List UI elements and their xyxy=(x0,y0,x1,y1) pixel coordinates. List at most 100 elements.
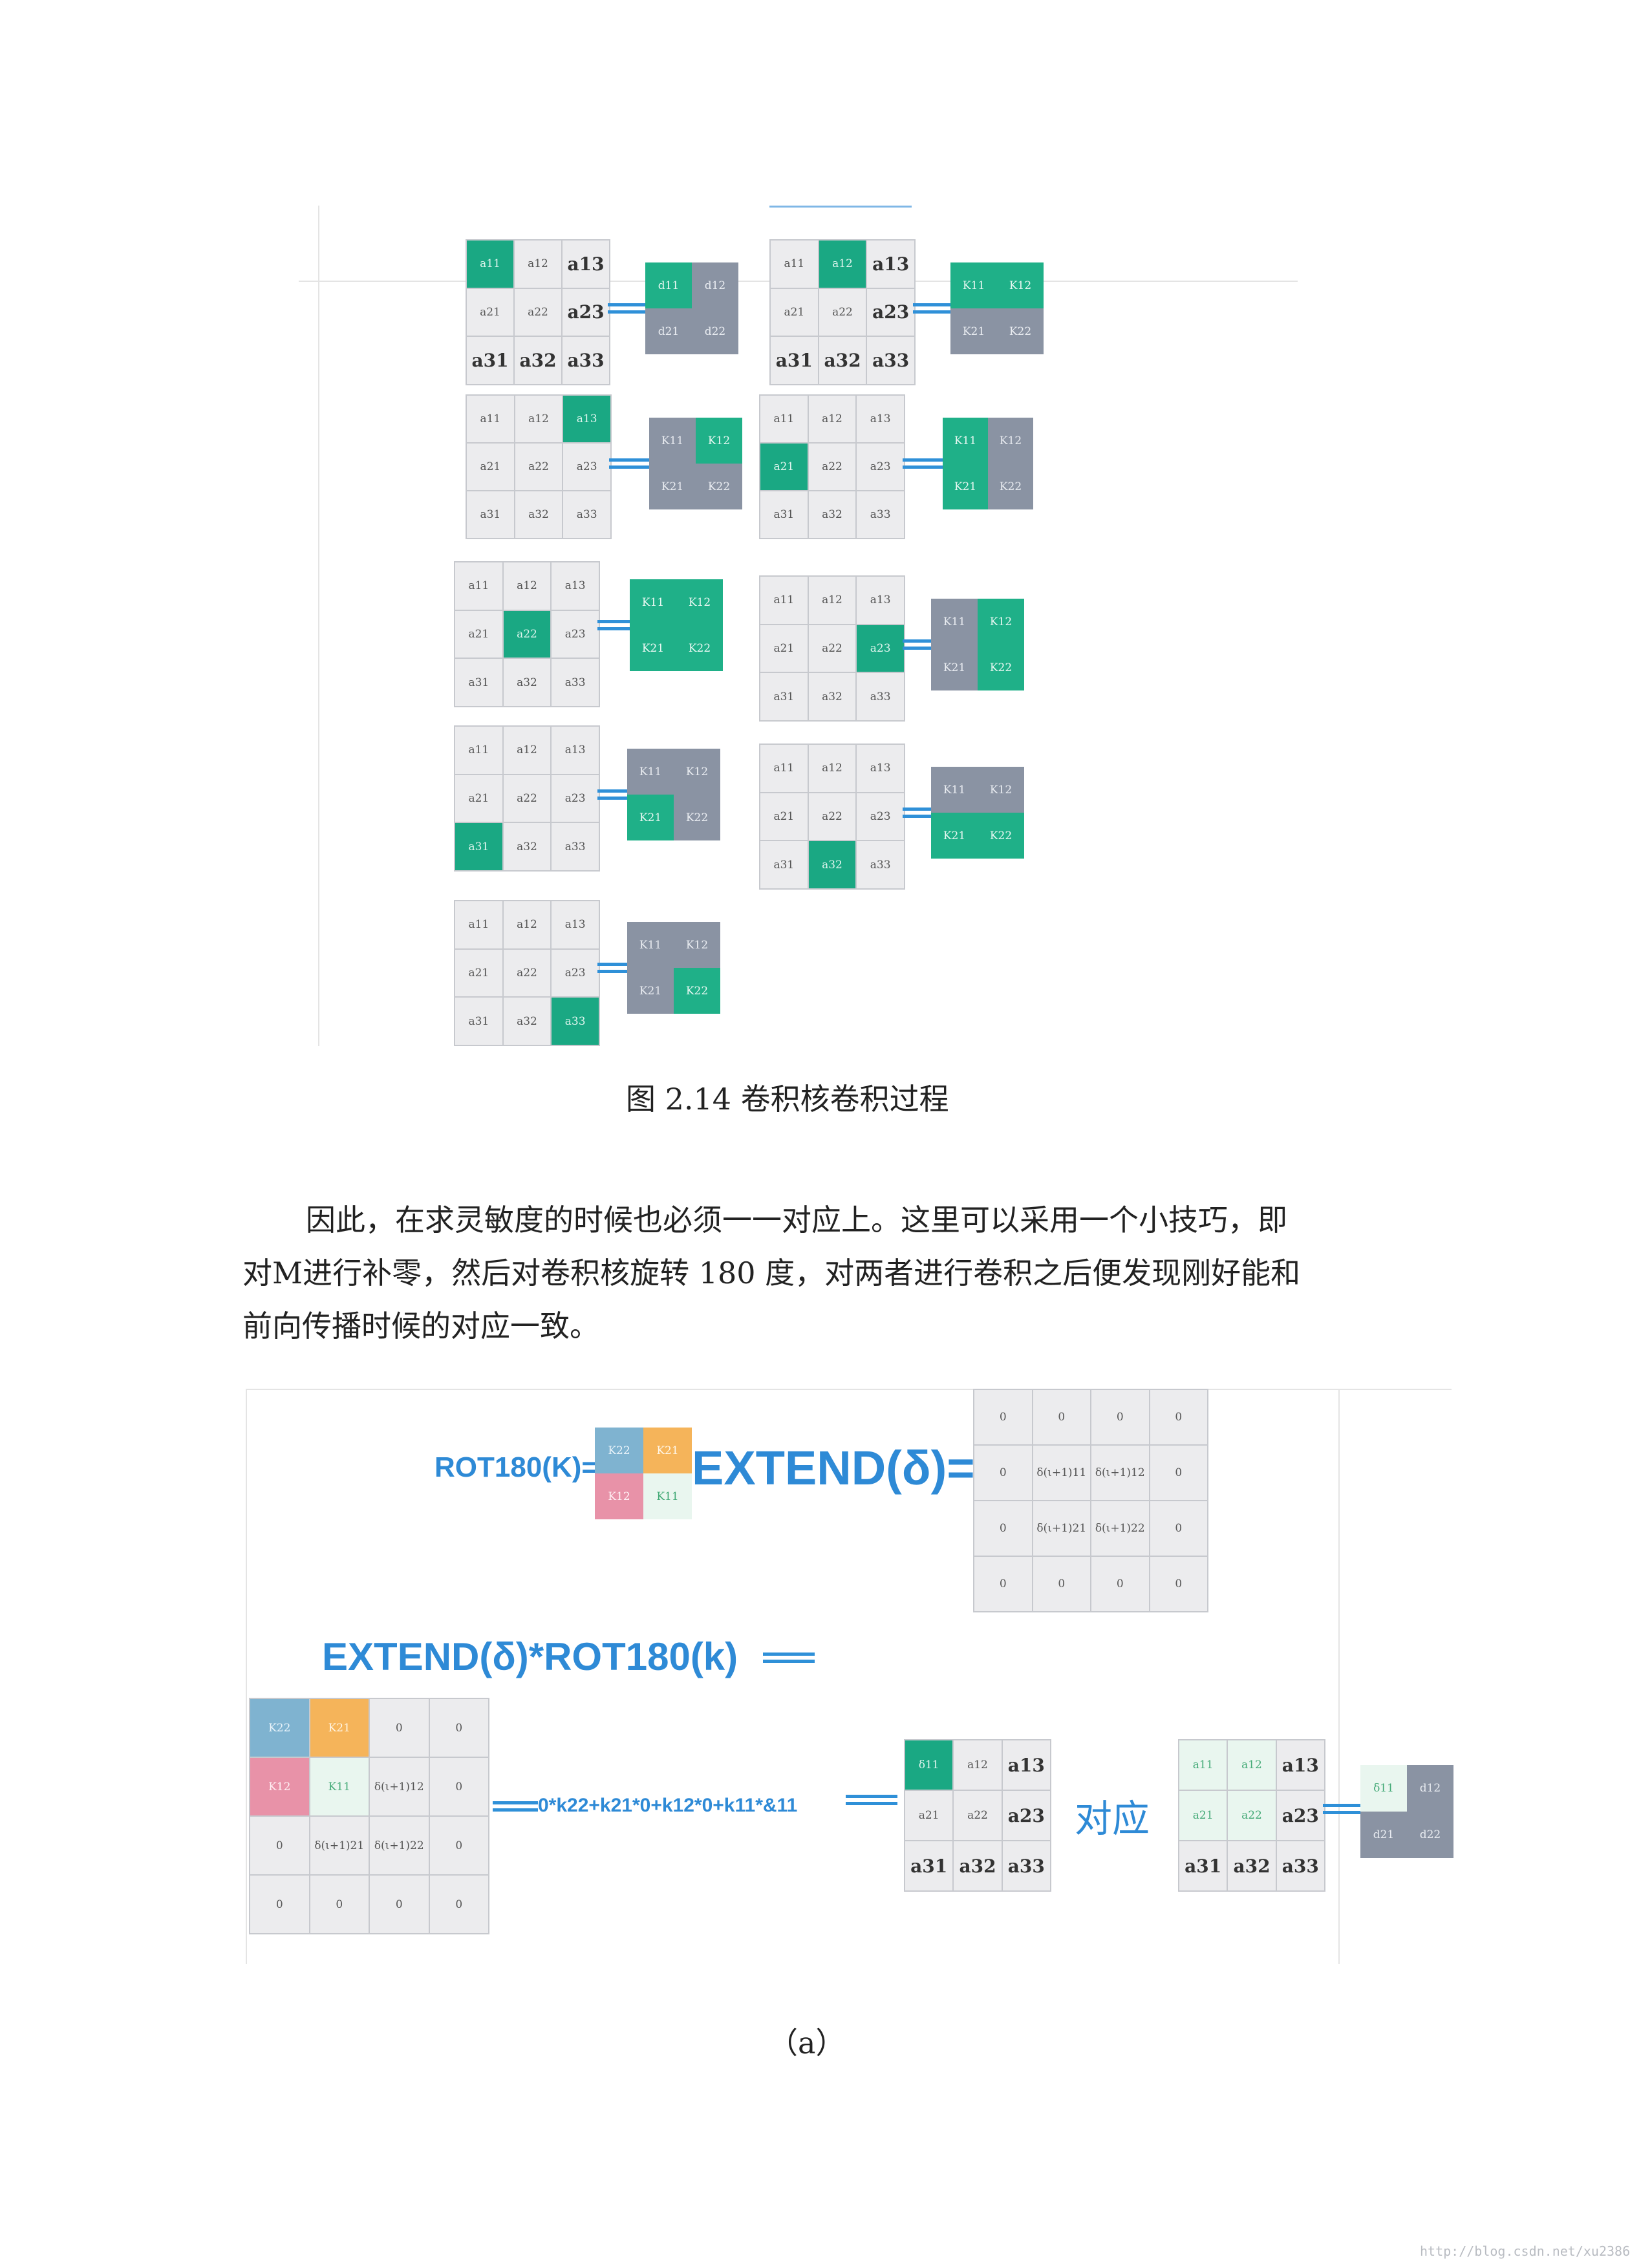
matrix-cell: 0 xyxy=(250,1876,309,1933)
matrix-cell: a31 xyxy=(1179,1841,1227,1890)
matrix-cell: a12 xyxy=(1228,1740,1276,1790)
kernel-cell: K12 xyxy=(674,922,720,968)
matrix-cell: a21 xyxy=(760,793,808,840)
matrix-cell: a21 xyxy=(760,625,808,672)
matrix-cell: a11 xyxy=(455,727,502,774)
matrix-cell: a12 xyxy=(819,241,866,288)
d-cell: d22 xyxy=(1407,1812,1453,1858)
matrix-cell: a33 xyxy=(857,673,904,720)
connector-equals xyxy=(597,789,627,804)
matrix-cell: a11 xyxy=(467,396,514,442)
kernel-cell: K11 xyxy=(627,922,674,968)
matrix-cell: a12 xyxy=(503,901,551,948)
kernel-cell: K21 xyxy=(627,795,674,840)
matrix-cell: δ(ι+1)12 xyxy=(370,1758,429,1815)
matrix-cell: a33 xyxy=(552,659,599,706)
kernel-cell: K21 xyxy=(950,308,997,354)
connector-equals xyxy=(608,303,645,317)
rot-cell: K12 xyxy=(595,1473,643,1519)
matrix-cell: 0 xyxy=(1091,1557,1149,1611)
matrix-cell: a32 xyxy=(503,823,551,870)
matrix-cell: a31 xyxy=(771,337,818,384)
kernel-cell: K11 xyxy=(943,418,988,464)
connector-equals xyxy=(597,963,627,977)
matrix-cell: a11 xyxy=(760,396,808,442)
matrix-cell: a23 xyxy=(1276,1791,1324,1840)
rot-cell: K22 xyxy=(595,1428,643,1473)
kernel-cell: d11 xyxy=(645,262,692,308)
formula-text: 0*k22+k21*0+k12*0+k11*&11 xyxy=(538,1795,798,1816)
target-connector xyxy=(1323,1804,1360,1818)
kernel-cell: K22 xyxy=(674,968,720,1014)
body-line-2: 对M进行补零，然后对卷积核旋转 180 度，对两者进行卷积之后便发现刚好能和 xyxy=(242,1256,1301,1290)
matrix-cell: a13 xyxy=(857,577,904,624)
matrix-cell: a33 xyxy=(1002,1841,1050,1890)
matrix-cell: 0 xyxy=(1091,1390,1149,1444)
matrix-cell: 0 xyxy=(974,1501,1032,1556)
kernel-cell: K22 xyxy=(696,464,742,509)
kernel-cell: d12 xyxy=(692,262,738,308)
rot180-kernel: K22 K21 K12 K11 xyxy=(595,1428,692,1519)
matrix-cell: a13 xyxy=(563,241,609,288)
matrix-cell: a31 xyxy=(467,491,514,538)
matrix-cell: a22 xyxy=(1228,1791,1276,1840)
matrix-cell: a12 xyxy=(808,577,856,624)
matrix-cell: a11 xyxy=(771,241,818,288)
matrix-cell: a11 xyxy=(760,577,808,624)
matrix-cell: a23 xyxy=(867,288,914,336)
matrix-cell: a31 xyxy=(455,998,502,1045)
matrix-cell: a32 xyxy=(503,659,551,706)
matrix-cell: a13 xyxy=(552,727,599,774)
matrix-cell: a21 xyxy=(455,610,502,658)
matrix-cell: a32 xyxy=(819,337,866,384)
connector-equals xyxy=(903,458,943,473)
combo-label: EXTEND(δ)*ROT180(k) xyxy=(322,1635,738,1678)
kernel-cell: K22 xyxy=(978,813,1024,859)
kernel-cell: K12 xyxy=(988,418,1033,464)
matrix-cell: a33 xyxy=(563,337,609,384)
matrix-cell: a22 xyxy=(503,610,551,658)
matrix-cell: a11 xyxy=(455,562,502,610)
matrix-cell: 0 xyxy=(1150,1446,1207,1500)
matrix-cell: a21 xyxy=(455,775,502,822)
rot-cell: K21 xyxy=(643,1428,692,1473)
matrix-cell: a13 xyxy=(563,396,610,442)
kernel-cell: K22 xyxy=(676,625,723,671)
matrix-cell: 0 xyxy=(250,1817,309,1874)
combo-equals-connector xyxy=(763,1653,815,1667)
kernel-cell: K12 xyxy=(676,579,723,625)
matrix-cell: a23 xyxy=(563,288,609,336)
matrix-cell: a12 xyxy=(503,727,551,774)
matrix-cell: 0 xyxy=(429,1758,488,1815)
matrix-cell: a23 xyxy=(857,793,904,840)
matrix-cell: δ(ι+1)21 xyxy=(1033,1501,1090,1556)
matrix-cell: a21 xyxy=(905,1791,953,1840)
extend-label: EXTEND(δ)= xyxy=(692,1441,975,1495)
kernel-cell: K11 xyxy=(649,418,696,464)
matrix-cell: a22 xyxy=(503,949,551,997)
matrix-cell: a23 xyxy=(857,444,904,490)
matrix-cell: a23 xyxy=(563,444,610,490)
kernel-cell: K21 xyxy=(627,968,674,1014)
matrix-cell: 0 xyxy=(974,1390,1032,1444)
body-line-1: 因此，在求灵敏度的时候也必须一一对应上。这里可以采用一个小技巧，即 xyxy=(306,1203,1287,1237)
matrix-cell: a32 xyxy=(503,998,551,1045)
matrix-cell: a13 xyxy=(552,901,599,948)
kernel-cell: d21 xyxy=(645,308,692,354)
matrix-cell: a23 xyxy=(552,610,599,658)
matrix-cell: a13 xyxy=(552,562,599,610)
rot180-label: ROT180(K)= xyxy=(434,1451,599,1483)
kernel-cell: K21 xyxy=(931,645,978,690)
matrix-cell: a22 xyxy=(954,1791,1002,1840)
